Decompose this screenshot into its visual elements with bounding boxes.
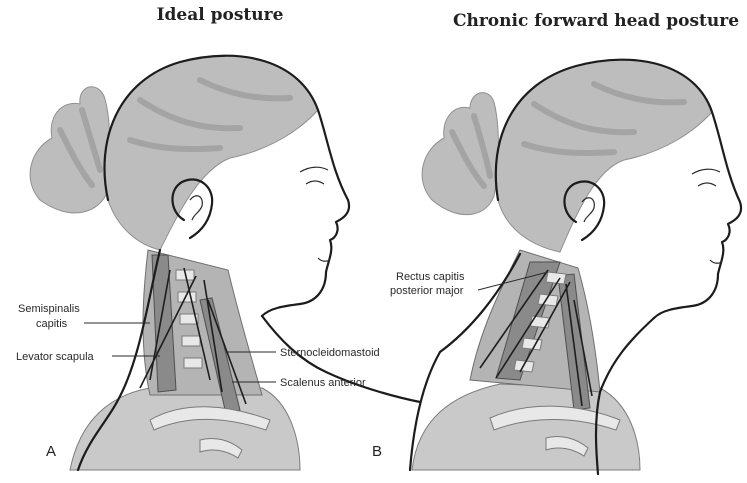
panel-a-neck xyxy=(70,250,300,470)
label-semispinalis-line1: Semispinalis xyxy=(18,303,80,315)
label-semispinalis-line2: capitis xyxy=(36,318,68,330)
label-sternocleidomastoid: Sternocleidomastoid xyxy=(280,347,380,359)
panel-b-title: Chronic forward head posture xyxy=(453,11,739,31)
panel-b-letter: B xyxy=(372,443,382,460)
label-levator-scapula: Levator scapula xyxy=(16,351,95,363)
label-rectus-capitis-line2: posterior major xyxy=(390,285,464,297)
panel-a-title: Ideal posture xyxy=(157,5,284,25)
panel-b: Chronic forward head posture xyxy=(372,11,741,474)
label-rectus-capitis-line1: Rectus capitis xyxy=(396,271,465,283)
panel-a-letter: A xyxy=(46,443,56,460)
panel-a: Ideal posture xyxy=(16,5,420,470)
panel-a-hair-bun xyxy=(30,87,110,213)
panel-b-hair-bun xyxy=(422,93,498,215)
label-scalenus-anterior: Scalenus anterior xyxy=(280,377,366,389)
